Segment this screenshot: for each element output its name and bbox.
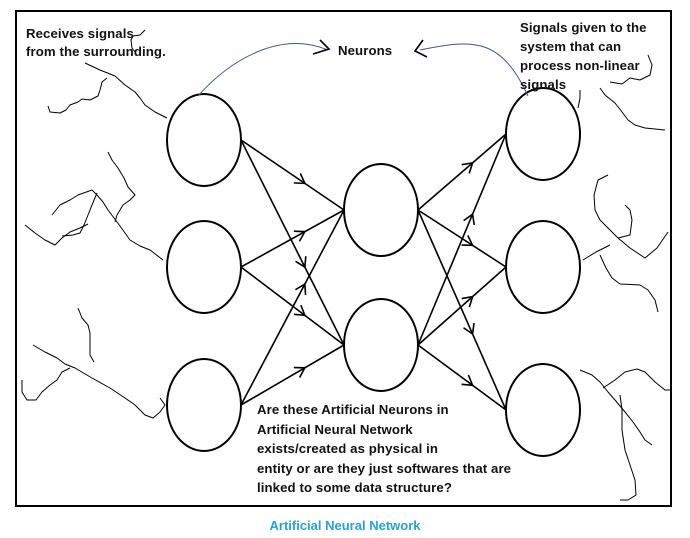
connection-input-1-hidden-2 — [240, 139, 345, 346]
arrow-icon — [413, 39, 428, 58]
question-note: Are these Artificial Neurons in Artifici… — [257, 402, 512, 495]
arrow-icon — [293, 366, 307, 378]
arrow-icon — [295, 256, 307, 269]
dendrite-scribble — [47, 77, 108, 114]
connection-hidden-1-output-3 — [417, 209, 507, 411]
pointer-to-output-neuron — [419, 43, 529, 97]
arrow-icon — [293, 304, 307, 317]
dendrite-scribble — [77, 307, 95, 363]
dendrite-scribble — [579, 369, 653, 446]
dendrite-scribble — [84, 62, 168, 119]
arrow-icon — [294, 282, 307, 296]
dendrite-scribble — [51, 189, 164, 261]
dendrite-scribble — [577, 90, 581, 109]
arrow-icon — [461, 374, 474, 387]
dendrite-scribble — [617, 204, 633, 239]
diagram-caption: Artificial Neural Network — [269, 518, 421, 533]
dendrite-scribble — [582, 244, 611, 261]
neurons-label: Neurons — [338, 43, 393, 58]
dendrite-scribble — [24, 223, 89, 246]
dendrite-scribble — [107, 151, 136, 223]
dendrite-scribble — [619, 394, 637, 501]
dendrite-scribble — [602, 368, 672, 391]
dendrite-scribble — [130, 29, 146, 53]
connection-input-3-hidden-1 — [240, 209, 345, 406]
pointer-to-input-neuron — [197, 43, 329, 97]
arrow-icon — [293, 230, 307, 242]
neuron-input-1 — [166, 93, 242, 187]
arrow-icon — [461, 295, 474, 308]
neuron-pointers-layer — [197, 39, 529, 97]
connection-hidden-1-output-1 — [417, 133, 507, 211]
connection-hidden-2-output-1 — [417, 133, 507, 346]
connection-hidden-2-output-3 — [417, 344, 507, 411]
connection-input-2-hidden-1 — [240, 209, 345, 268]
output-signals-note: Signals given to the system that can pro… — [520, 20, 647, 92]
connection-hidden-2-output-2 — [417, 266, 507, 346]
neurons-layer — [166, 87, 581, 457]
connections-layer — [240, 133, 507, 411]
diagram-frame — [15, 10, 672, 507]
neuron-output-1 — [505, 87, 581, 181]
dendrite-scribble — [609, 54, 653, 85]
arrow-icon — [461, 235, 474, 247]
neuron-output-2 — [505, 220, 581, 314]
neuron-input-2 — [166, 220, 242, 314]
arrow-icon — [463, 212, 476, 226]
connection-input-1-hidden-1 — [240, 139, 345, 211]
arrow-icon — [461, 161, 474, 174]
arrow-icon — [293, 173, 307, 185]
dendrite-scribble — [21, 367, 71, 401]
dendrite-scribble — [599, 254, 659, 313]
arrow-icon — [312, 39, 331, 55]
neuron-hidden-2 — [343, 298, 419, 392]
dendrite-scribble — [593, 174, 669, 259]
neuron-input-3 — [166, 358, 242, 452]
neuron-output-3 — [505, 363, 581, 457]
connection-input-3-hidden-2 — [240, 344, 345, 406]
arrow-icon — [463, 322, 475, 336]
input-signals-note: Receives signals from the surrounding. — [26, 26, 166, 59]
dendrite-scribbles — [21, 29, 672, 501]
dendrite-scribble — [61, 192, 98, 237]
dendrite-scribble — [32, 344, 166, 419]
neuron-hidden-1 — [343, 163, 419, 257]
dendrite-scribble — [599, 87, 666, 131]
